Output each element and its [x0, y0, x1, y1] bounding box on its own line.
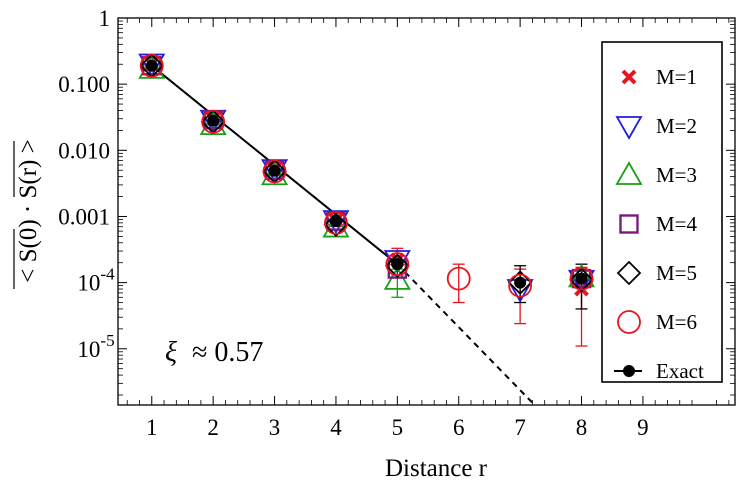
fit-line-dashed — [396, 263, 536, 406]
point-exact — [391, 258, 404, 271]
point-m6 — [508, 273, 533, 298]
legend-marker-exact — [623, 365, 635, 377]
point-m5 — [569, 267, 594, 293]
legend-label-m5: M=5 — [656, 261, 697, 285]
data-markers — [138, 53, 657, 309]
legend-label-m3: M=3 — [656, 163, 697, 187]
legend-box — [601, 41, 723, 383]
y-tick-label: 0.010 — [58, 138, 110, 163]
point-exact — [329, 215, 342, 228]
svg-text:ξ ≈ 0.57: ξ ≈ 0.57 — [165, 337, 263, 368]
y-tick-label: 10-5 — [77, 331, 114, 362]
y-axis-title: < S(0) · S(r) > — [13, 139, 42, 289]
x-tick-label: 2 — [207, 415, 219, 440]
legend-label-exact: Exact — [656, 359, 704, 383]
axis-ticks — [118, 17, 735, 405]
legend-marker-m2 — [615, 116, 643, 140]
y-tick-label: 0.001 — [58, 204, 110, 229]
xi-value: ≈ 0.57 — [192, 337, 263, 368]
x-tick-label: 4 — [330, 415, 342, 440]
xi-annotation: ξ ≈ 0.57 — [165, 337, 263, 368]
legend-label-m2: M=2 — [656, 114, 697, 138]
point-m5 — [323, 212, 349, 237]
legend-marker-m3 — [615, 161, 643, 185]
y-tick-label: 10-4 — [77, 265, 115, 296]
legend-marker-m1 — [621, 69, 637, 85]
legend-marker-m6 — [617, 310, 641, 334]
y-tick-label: 0.100 — [58, 72, 110, 97]
legend-label-m1: M=1 — [656, 65, 697, 89]
point-m3 — [261, 161, 289, 186]
legend-label-m4: M=4 — [656, 212, 698, 236]
x-tick-label: 3 — [269, 415, 281, 440]
xi-symbol: ξ — [165, 337, 177, 368]
y-tick-label: 1 — [99, 6, 111, 31]
y-axis-title-text: < S(0) · S(r) > — [15, 139, 42, 282]
point-m6 — [385, 252, 410, 277]
point-exact — [268, 164, 281, 177]
x-tick-label: 9 — [637, 415, 649, 440]
x-axis-title: Distance r — [385, 455, 488, 482]
x-tick-label: 8 — [576, 415, 588, 440]
point-exact — [514, 276, 527, 289]
plot-frame — [117, 17, 736, 406]
point-m5 — [385, 253, 410, 279]
legend-label-m6: M=6 — [656, 310, 697, 334]
point-m6 — [201, 109, 226, 134]
point-m4 — [264, 160, 285, 180]
point-exact — [575, 272, 588, 285]
point-m6 — [324, 210, 348, 235]
x-tick-label: 5 — [392, 415, 404, 440]
point-exact — [207, 114, 220, 127]
point-m6 — [446, 266, 471, 291]
tick-labels: 1 2 3 4 5 6 7 8 9 1 0.100 0.010 0.001 10-4 10-5 — [58, 6, 648, 440]
point-m6 — [569, 266, 594, 291]
point-m5 — [507, 270, 533, 295]
point-m3 — [199, 111, 227, 136]
x-tick-label: 6 — [453, 415, 465, 440]
point-m6 — [139, 53, 164, 78]
point-exact — [145, 59, 158, 72]
legend-marker-m5 — [616, 260, 642, 286]
x-tick-label: 1 — [146, 415, 158, 440]
x-tick-label: 7 — [514, 415, 526, 440]
legend-marker-m4 — [619, 214, 639, 234]
point-m4 — [142, 56, 162, 76]
point-m6 — [262, 159, 287, 184]
